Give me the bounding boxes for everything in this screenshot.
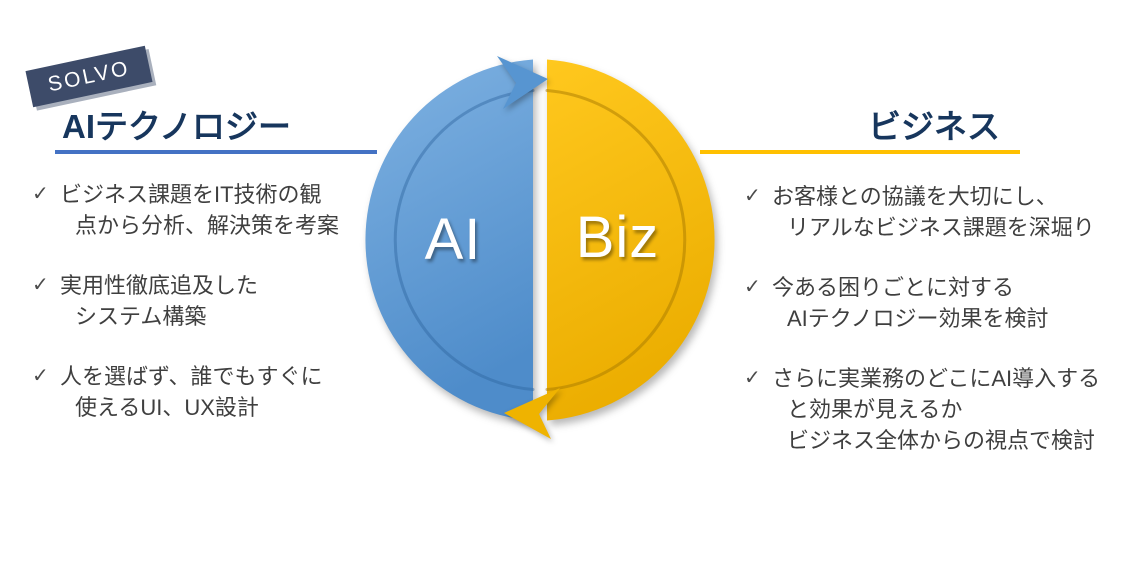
bullet-line: ビジネス課題をIT技術の観 [60, 182, 322, 207]
left-bullet-list: ✓ ビジネス課題をIT技術の観 点から分析、解決策を考案 ✓ 実用性徹底追及した… [32, 179, 388, 452]
ai-disc-label: AI [424, 207, 482, 272]
ai-half-disc [365, 59, 535, 421]
bullet-line: リアルなビジネス課題を深堀り [787, 215, 1095, 240]
check-icon: ✓ [32, 183, 49, 205]
left-heading-rule [55, 150, 377, 154]
right-bullet-list: ✓ お客様との協議を大切にし、 リアルなビジネス課題を深堀り ✓ 今ある困りごと… [744, 181, 1145, 485]
bullet-line: 今ある困りごとに対する [772, 275, 1015, 300]
list-item: ✓ 今ある困りごとに対する AIテクノロジー効果を検討 [744, 272, 1145, 334]
bullet-line: 点から分析、解決策を考案 [75, 213, 340, 238]
right-heading: ビジネス [868, 108, 1000, 145]
bullet-text: お客様との協議を大切にし、 リアルなビジネス課題を深堀り [772, 181, 1095, 243]
biz-inner-arc [545, 89, 687, 391]
list-item: ✓ 実用性徹底追及した システム構築 [32, 270, 388, 332]
bullet-line: さらに実業務のどこにAI導入する [772, 366, 1101, 391]
bullet-text: 人を選ばず、誰でもすぐに 使えるUI、UX設計 [60, 361, 322, 423]
right-heading-rule [700, 150, 1020, 154]
check-icon: ✓ [744, 276, 761, 298]
check-icon: ✓ [744, 367, 761, 389]
bullet-text: さらに実業務のどこにAI導入する と効果が見えるか ビジネス全体からの視点で検討 [772, 363, 1100, 456]
bullet-text: 実用性徹底追及した システム構築 [60, 270, 258, 332]
bullet-line: ビジネス全体からの視点で検討 [787, 428, 1096, 453]
bullet-line: お客様との協議を大切にし、 [772, 184, 1058, 209]
ai-inner-arc [393, 89, 535, 391]
bullet-line: と効果が見えるか [787, 397, 963, 422]
check-icon: ✓ [32, 365, 49, 387]
biz-half-disc [545, 59, 715, 421]
list-item: ✓ お客様との協議を大切にし、 リアルなビジネス課題を深堀り [744, 181, 1145, 243]
bullet-text: 今ある困りごとに対する AIテクノロジー効果を検討 [772, 272, 1048, 334]
bullet-line: 人を選ばず、誰でもすぐに [60, 364, 323, 389]
check-icon: ✓ [32, 274, 49, 296]
cycle-arrow-top-icon [497, 56, 548, 109]
bullet-line: 使えるUI、UX設計 [75, 395, 259, 420]
cycle-arrow-bottom-icon [504, 388, 560, 439]
list-item: ✓ 人を選ばず、誰でもすぐに 使えるUI、UX設計 [32, 361, 388, 423]
bullet-line: システム構築 [75, 304, 207, 329]
left-heading: AIテクノロジー [62, 108, 292, 145]
list-item: ✓ ビジネス課題をIT技術の観 点から分析、解決策を考案 [32, 179, 388, 241]
list-item: ✓ さらに実業務のどこにAI導入する と効果が見えるか ビジネス全体からの視点で… [744, 363, 1145, 456]
bullet-text: ビジネス課題をIT技術の観 点から分析、解決策を考案 [60, 179, 339, 241]
bullet-line: AIテクノロジー効果を検討 [787, 306, 1049, 331]
biz-disc-label: Biz [575, 205, 660, 270]
check-icon: ✓ [744, 185, 761, 207]
bullet-line: 実用性徹底追及した [60, 273, 259, 298]
